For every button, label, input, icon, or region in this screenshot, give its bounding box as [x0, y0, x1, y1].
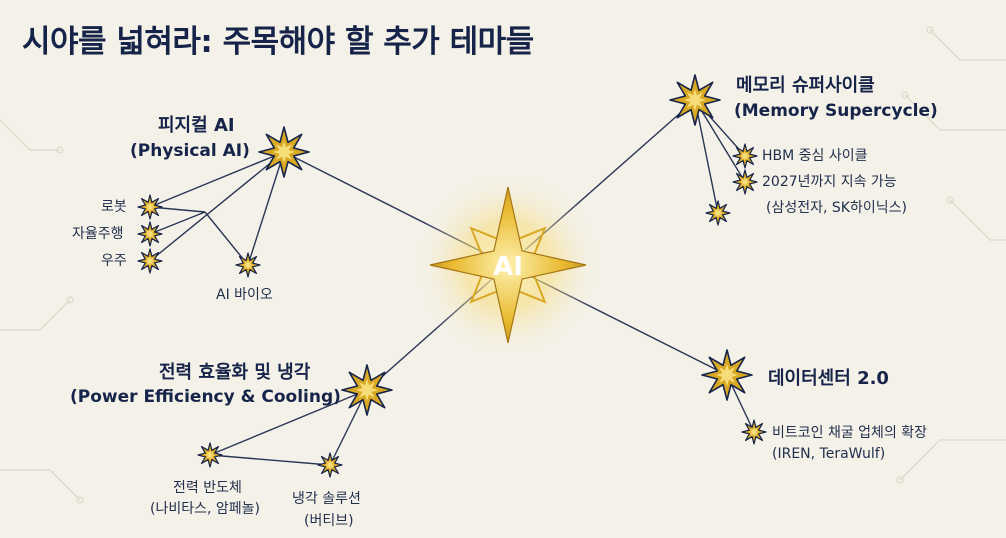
subtopic-sustain: 2027년까지 지속 가능	[762, 174, 897, 190]
edge-fork-bio	[204, 211, 249, 266]
subtopic-power-semi: 전력 반도체	[173, 480, 242, 496]
sus-star-icon-highlight	[739, 176, 751, 188]
subtopic-hbm: HBM 중심 사이클	[762, 148, 868, 164]
datacenter-star-icon-highlight	[715, 363, 739, 387]
theme-datacenter-title: 데이터센터 2.0	[768, 368, 889, 389]
bio-star-icon-highlight	[242, 259, 254, 271]
subtopic-power-semi-companies: (나비타스, 암페놀)	[150, 501, 260, 517]
space-star-icon-highlight	[144, 255, 156, 267]
theme-physical-english: (Physical AI)	[130, 141, 250, 161]
subtopic-bitcoin-companies: (IREN, TeraWulf)	[772, 446, 886, 462]
memory-star-icon-highlight	[683, 88, 707, 112]
edge-mem-sus	[694, 99, 746, 183]
subtopic-cooling-companies: (버티브)	[304, 513, 354, 529]
subtopic-cooling: 냉각 솔루션	[292, 491, 361, 507]
mem3-star-icon-highlight	[712, 207, 724, 219]
center-label: AI	[493, 252, 523, 282]
ai-diagonal-star-outline	[469, 226, 547, 304]
auto-star-icon-highlight	[144, 228, 156, 240]
cool-star-icon-highlight	[324, 459, 336, 471]
edge-auto-fork	[149, 211, 206, 235]
edge-phys-bio	[247, 151, 285, 266]
subtopic-ai-bio: AI 바이오	[216, 287, 273, 303]
subtopic-space: 우주	[101, 253, 127, 269]
power-star-icon-highlight	[355, 378, 379, 402]
theme-power-title: 전력 효율화 및 냉각	[159, 362, 311, 383]
edge-phys-robot	[149, 151, 285, 208]
edge-mem-mem3	[694, 99, 719, 214]
page-title: 시야를 넓혀라: 주목해야 할 추가 테마들	[22, 24, 534, 60]
physical-star-icon-highlight	[272, 140, 296, 164]
edge-phys-space	[149, 151, 285, 262]
robot-star-icon-highlight	[144, 201, 156, 213]
edge-psemi-cool	[209, 454, 331, 466]
circuit-decoration	[0, 26, 1006, 504]
theme-physical-title: 피지컬 AI	[158, 115, 235, 136]
ai-star-icon	[429, 186, 587, 344]
edge-pow-psemi	[209, 389, 368, 456]
bit-star-icon-highlight	[748, 426, 760, 438]
theme-power-english: (Power Efficiency & Cooling)	[70, 387, 341, 407]
edge-pow-cool	[329, 389, 368, 466]
theme-memory-title: 메모리 슈퍼사이클	[736, 75, 875, 96]
subtopic-autonomous: 자율주행	[72, 226, 124, 242]
subtopic-bitcoin: 비트코인 채굴 업체의 확장	[772, 425, 928, 441]
star-nodes	[137, 74, 767, 478]
psemi-star-icon-highlight	[204, 449, 216, 461]
subtopic-robot: 로봇	[101, 199, 127, 215]
hbm-star-icon-highlight	[739, 150, 751, 162]
theme-memory-english: (Memory Supercycle)	[734, 101, 938, 121]
subtopic-samsung: (삼성전자, SK하이닉스)	[766, 200, 907, 216]
